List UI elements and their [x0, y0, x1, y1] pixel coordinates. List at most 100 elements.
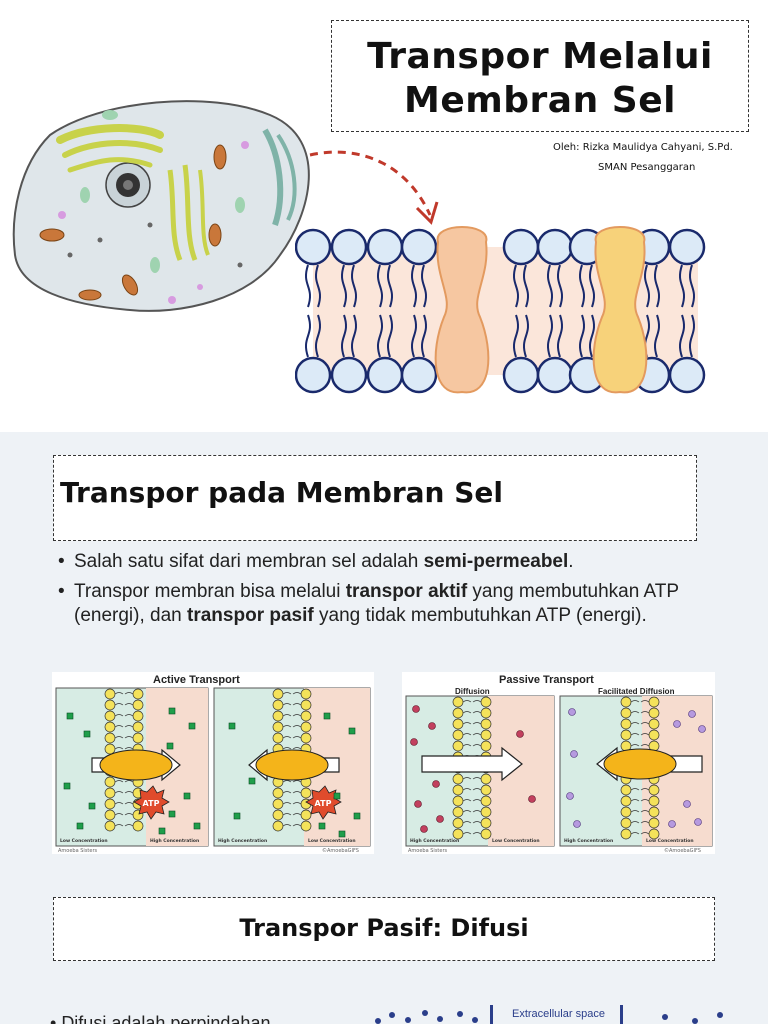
lipid-tail	[640, 810, 650, 813]
lipid-tail	[462, 744, 472, 747]
lipid-head	[104, 809, 116, 821]
lipid-tail	[315, 314, 321, 358]
lipid-tail	[472, 788, 482, 791]
lipid-tail	[124, 703, 134, 706]
molecule	[166, 742, 174, 750]
lipid-tail	[630, 788, 640, 791]
lipid-head	[132, 732, 144, 744]
bullet-item: • Difusi adalah perpindahan	[50, 1013, 270, 1024]
lipid-head	[330, 228, 368, 266]
lipid-head	[480, 729, 492, 741]
lipid-tail	[640, 722, 650, 725]
author-name: Oleh: Rizka Maulidya Cahyani, S.Pd.	[553, 142, 733, 153]
lipid-head	[300, 710, 312, 722]
molecule	[168, 707, 176, 715]
lipid-tail	[124, 692, 134, 695]
lipid-head	[104, 699, 116, 711]
atp-label: ATP	[143, 799, 160, 808]
lipid-head	[620, 707, 632, 719]
lipid-tail	[689, 264, 695, 308]
lipid-head	[104, 743, 116, 755]
lipid-tail	[282, 692, 292, 695]
lipid-tail	[377, 264, 383, 308]
lipid-tail	[630, 832, 640, 835]
molecule	[516, 730, 524, 738]
lipid-tail	[114, 725, 124, 728]
molecule	[528, 795, 536, 803]
lipid-head	[668, 356, 706, 394]
lipid-tail	[679, 314, 685, 358]
lipid-tail	[282, 791, 292, 794]
lipid-tail	[630, 722, 640, 725]
title-line-2: Membran Sel	[404, 80, 676, 121]
low-concentration-label: Low Concentration	[308, 838, 356, 844]
lipid-head	[648, 828, 660, 840]
lipid-head	[648, 806, 660, 818]
lipid-tail	[640, 711, 650, 714]
lipid-tail	[282, 725, 292, 728]
molecule	[410, 738, 418, 746]
extracellular-space-label: Extracellular space	[512, 1008, 605, 1020]
lipid-tail	[523, 314, 529, 358]
lipid-tail	[124, 736, 134, 739]
lipid-tail	[579, 314, 585, 358]
lipid-head	[620, 696, 632, 708]
bullet-item: Transpor membran bisa melalui transpor a…	[58, 580, 708, 628]
lipid-head	[480, 784, 492, 796]
lipid-head	[480, 806, 492, 818]
title-box: Transpor Melalui Membran Sel	[331, 20, 749, 132]
lipid-tail	[579, 264, 585, 308]
low-concentration-label: Low Concentration	[492, 838, 540, 844]
credit-left: Amoeba Sisters	[408, 848, 448, 854]
lipid-head	[132, 820, 144, 832]
slide-heading: Transpor pada Membran Sel	[60, 476, 503, 509]
lipid-tail	[305, 314, 311, 358]
lipid-head	[295, 228, 332, 266]
lipid-head	[104, 721, 116, 733]
lipid-head	[452, 773, 464, 785]
credit-left: Amoeba Sisters	[58, 848, 98, 854]
lipid-tail	[547, 264, 553, 308]
lipid-head	[272, 820, 284, 832]
lipid-head	[272, 787, 284, 799]
bullet-text: yang tidak membutuhkan ATP (energi).	[313, 605, 647, 626]
molecule	[698, 725, 706, 733]
lipid-head	[132, 721, 144, 733]
slide-membrane-transport: Transpor pada Membran Sel Salah satu sif…	[0, 432, 768, 865]
lipid-tail	[114, 714, 124, 717]
lipid-tail	[114, 703, 124, 706]
lipid-head	[452, 718, 464, 730]
high-concentration-label: High Concentration	[410, 838, 459, 844]
lipid-tail	[114, 692, 124, 695]
bullet-bold: semi-permeabel	[423, 551, 569, 572]
lipid-tail	[282, 703, 292, 706]
lipid-head	[648, 729, 660, 741]
diffusion-label: Diffusion	[455, 687, 490, 696]
lipid-tail	[114, 824, 124, 827]
lipid-tail	[282, 714, 292, 717]
lipid-tail	[114, 791, 124, 794]
molecule	[83, 730, 91, 738]
lipid-tail	[640, 733, 650, 736]
molecule	[428, 722, 436, 730]
molecule	[183, 792, 191, 800]
lipid-head	[480, 718, 492, 730]
lipid-tail	[282, 813, 292, 816]
lipid-tail	[654, 314, 660, 358]
bullet-bold: transpor aktif	[345, 581, 468, 602]
lipid-tail	[679, 264, 685, 308]
bullet-text: yang membutuhkan ATP (energi), dan	[74, 581, 679, 626]
lipid-tail	[114, 802, 124, 805]
bullet-text: Difusi adalah perpindahan	[61, 1013, 271, 1024]
credit-right: ©AmoebaGIFS	[664, 847, 701, 854]
molecule	[193, 822, 201, 830]
lipid-tail	[315, 264, 321, 308]
lipid-tail	[689, 314, 695, 358]
lipid-head	[480, 707, 492, 719]
lipid-tail	[472, 711, 482, 714]
lipid-tail	[292, 725, 302, 728]
lipid-tail	[292, 802, 302, 805]
lipid-tail	[282, 736, 292, 739]
molecule	[338, 830, 346, 838]
molecule	[568, 708, 576, 716]
